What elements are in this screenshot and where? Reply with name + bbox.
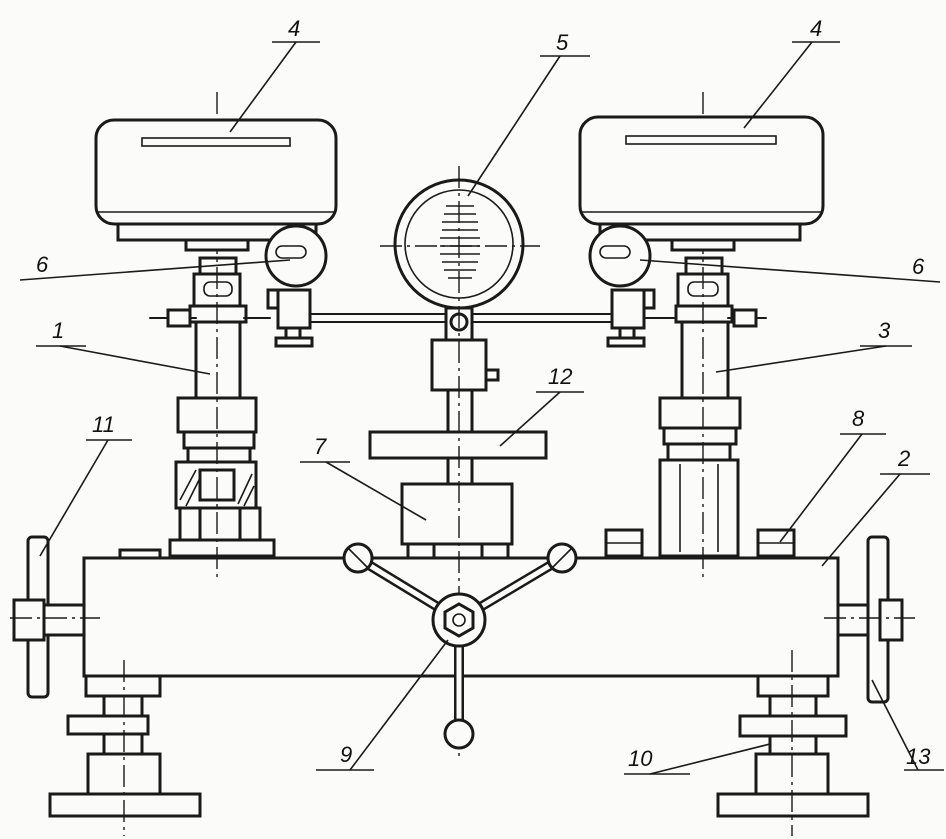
label-11: 11 (92, 412, 115, 437)
left-handwheel (10, 535, 100, 699)
label-8: 8 (852, 406, 865, 431)
left-valve (266, 288, 314, 348)
label-4-right: 4 (810, 16, 822, 41)
label-3: 3 (878, 318, 891, 343)
right-indicator (588, 224, 652, 288)
label-2: 2 (897, 446, 910, 471)
pressure-gauge (380, 178, 540, 342)
left-foot (48, 660, 202, 836)
bolts (604, 528, 796, 558)
right-foot (716, 650, 870, 836)
label-13: 13 (906, 744, 931, 769)
leader-lines (19, 41, 944, 775)
left-column (168, 92, 276, 580)
right-weight-box (578, 115, 825, 252)
label-5: 5 (556, 30, 569, 55)
left-indicator (264, 224, 328, 288)
label-12: 12 (548, 364, 572, 389)
right-column (658, 92, 742, 580)
right-valve (606, 288, 656, 348)
star-handle (342, 542, 578, 750)
central-column (368, 166, 548, 760)
left-weight-box (94, 118, 338, 252)
label-6-left: 6 (36, 252, 49, 277)
label-9: 9 (340, 742, 352, 767)
label-10: 10 (628, 746, 653, 771)
right-handwheel (824, 535, 915, 704)
reference-labels: 4 4 5 6 6 1 3 11 7 12 8 2 9 10 13 (36, 16, 931, 771)
label-4-left: 4 (288, 16, 300, 41)
label-1: 1 (52, 318, 64, 343)
label-6-right: 6 (912, 254, 925, 279)
label-7: 7 (314, 434, 327, 459)
